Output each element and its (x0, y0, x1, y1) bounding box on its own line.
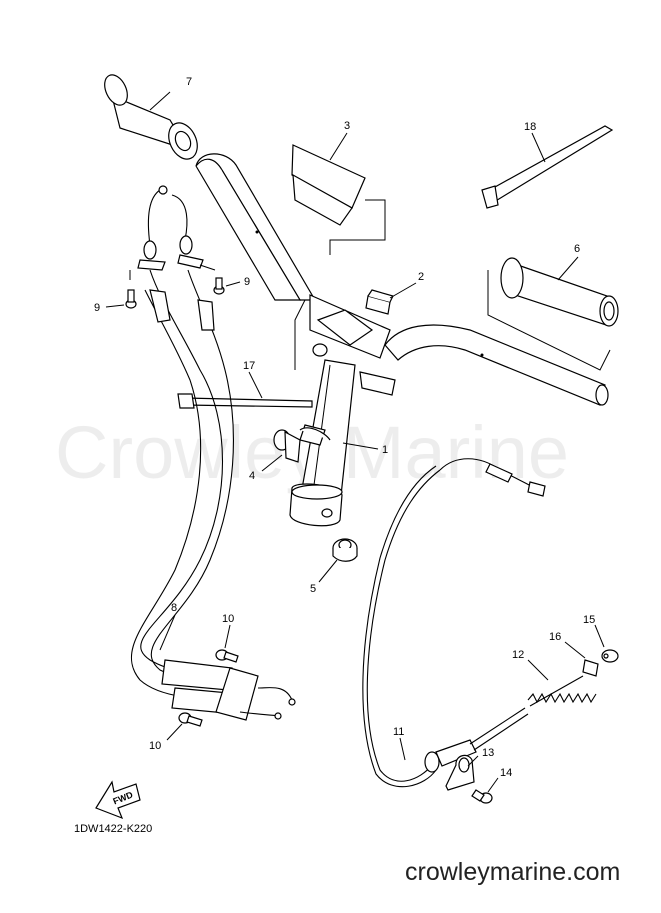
callout-15: 15 (583, 614, 595, 626)
callout-10b: 10 (149, 740, 161, 752)
clamp (445, 754, 475, 791)
screw-9-left (125, 289, 137, 309)
callout-1: 1 (382, 444, 388, 456)
screw-14 (471, 789, 493, 804)
control-cables (130, 185, 296, 721)
handlebar (195, 153, 609, 527)
spring (527, 675, 597, 707)
callout-13: 13 (482, 747, 494, 759)
clip (365, 289, 394, 315)
callout-4: 4 (249, 470, 255, 482)
callout-17: 17 (243, 360, 255, 372)
grommet (332, 538, 358, 562)
callout-14: 14 (500, 767, 512, 779)
callout-3: 3 (344, 120, 350, 132)
grip-right (500, 257, 619, 327)
callout-7: 7 (186, 76, 192, 88)
callout-6: 6 (574, 243, 580, 255)
callout-5: 5 (310, 583, 316, 595)
cable-tie-long (177, 393, 313, 409)
callout-16: 16 (549, 631, 561, 643)
grip-left (104, 74, 198, 160)
pad (291, 144, 366, 226)
callout-12: 12 (512, 649, 524, 661)
throttle-cable (362, 458, 546, 788)
callout-9b: 9 (244, 276, 250, 288)
screw-9-right (213, 277, 225, 295)
part-code: 1DW1422-K220 (74, 823, 152, 835)
callout-11: 11 (393, 726, 404, 738)
callout-10a: 10 (222, 613, 234, 625)
callout-2: 2 (418, 271, 424, 283)
screw-10-top (215, 649, 239, 663)
footer-site: crowleymarine.com (405, 858, 620, 886)
cable-tie (481, 125, 614, 209)
callout-8: 8 (171, 602, 177, 614)
fwd-arrow-icon: FWD (95, 780, 141, 820)
nipple-15 (601, 649, 619, 663)
callout-9a: 9 (94, 302, 100, 314)
bolt (273, 429, 301, 463)
callout-18: 18 (524, 121, 536, 133)
screw-10-bottom (178, 712, 203, 727)
nut-16 (582, 659, 599, 677)
